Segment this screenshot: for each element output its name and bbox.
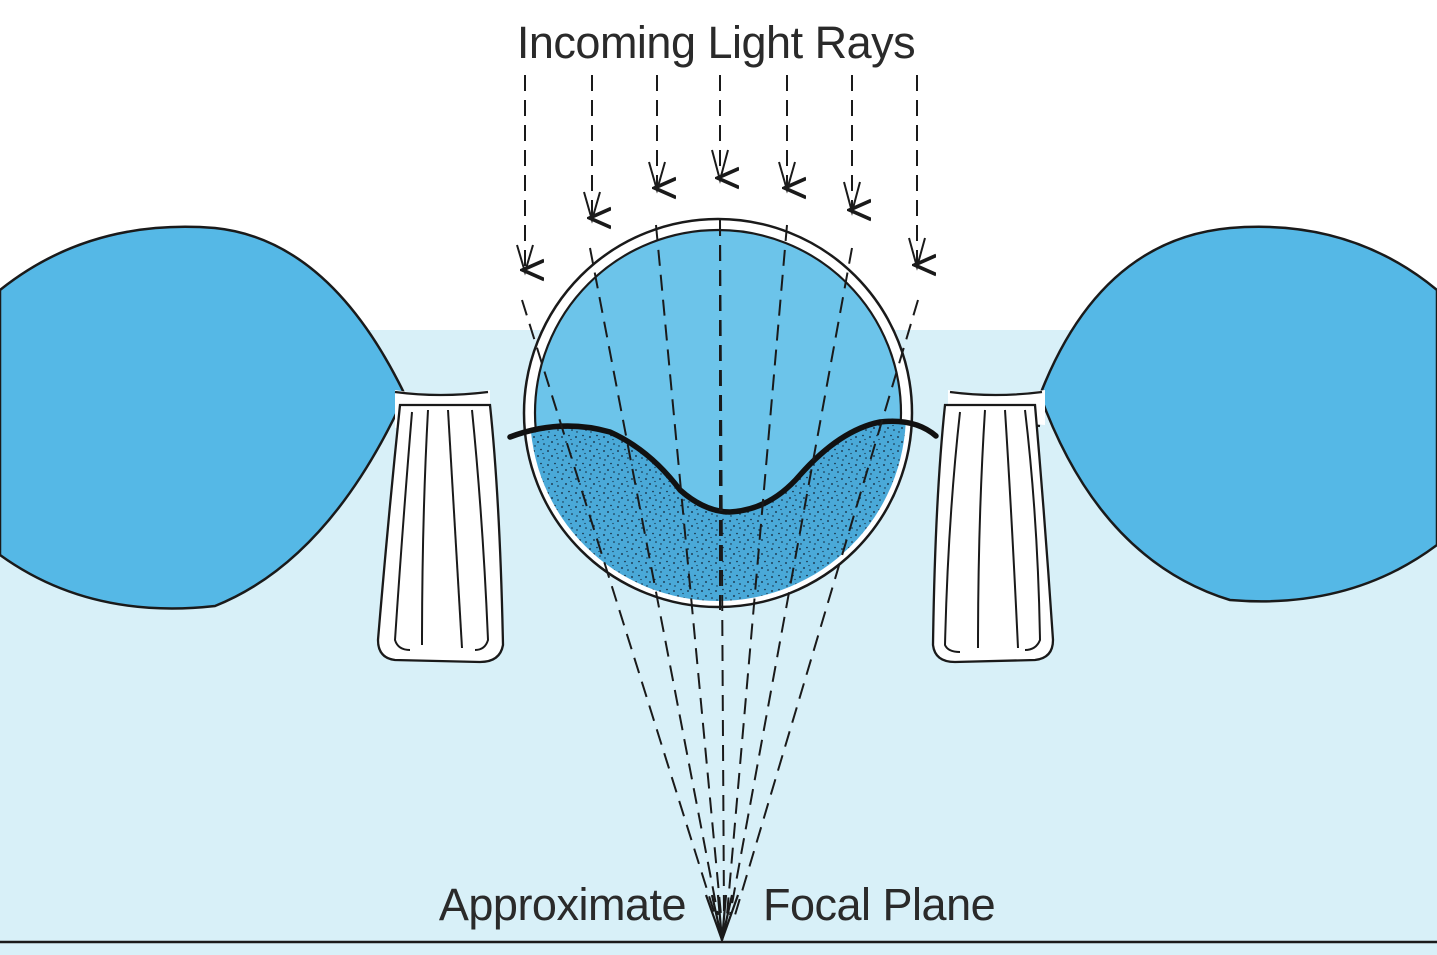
incoming-rays (525, 75, 917, 270)
approximate-label: Approximate (439, 879, 686, 930)
refracted-rays (521, 219, 919, 916)
focal-arrows (704, 894, 740, 944)
right-wall (931, 403, 1055, 664)
focal-plane-label: Focal Plane (763, 879, 995, 930)
cone-boundary (507, 418, 939, 515)
ray-arrows (516, 149, 926, 276)
left-wall (376, 403, 505, 664)
incoming-rays-label: Incoming Light Rays (517, 17, 915, 68)
